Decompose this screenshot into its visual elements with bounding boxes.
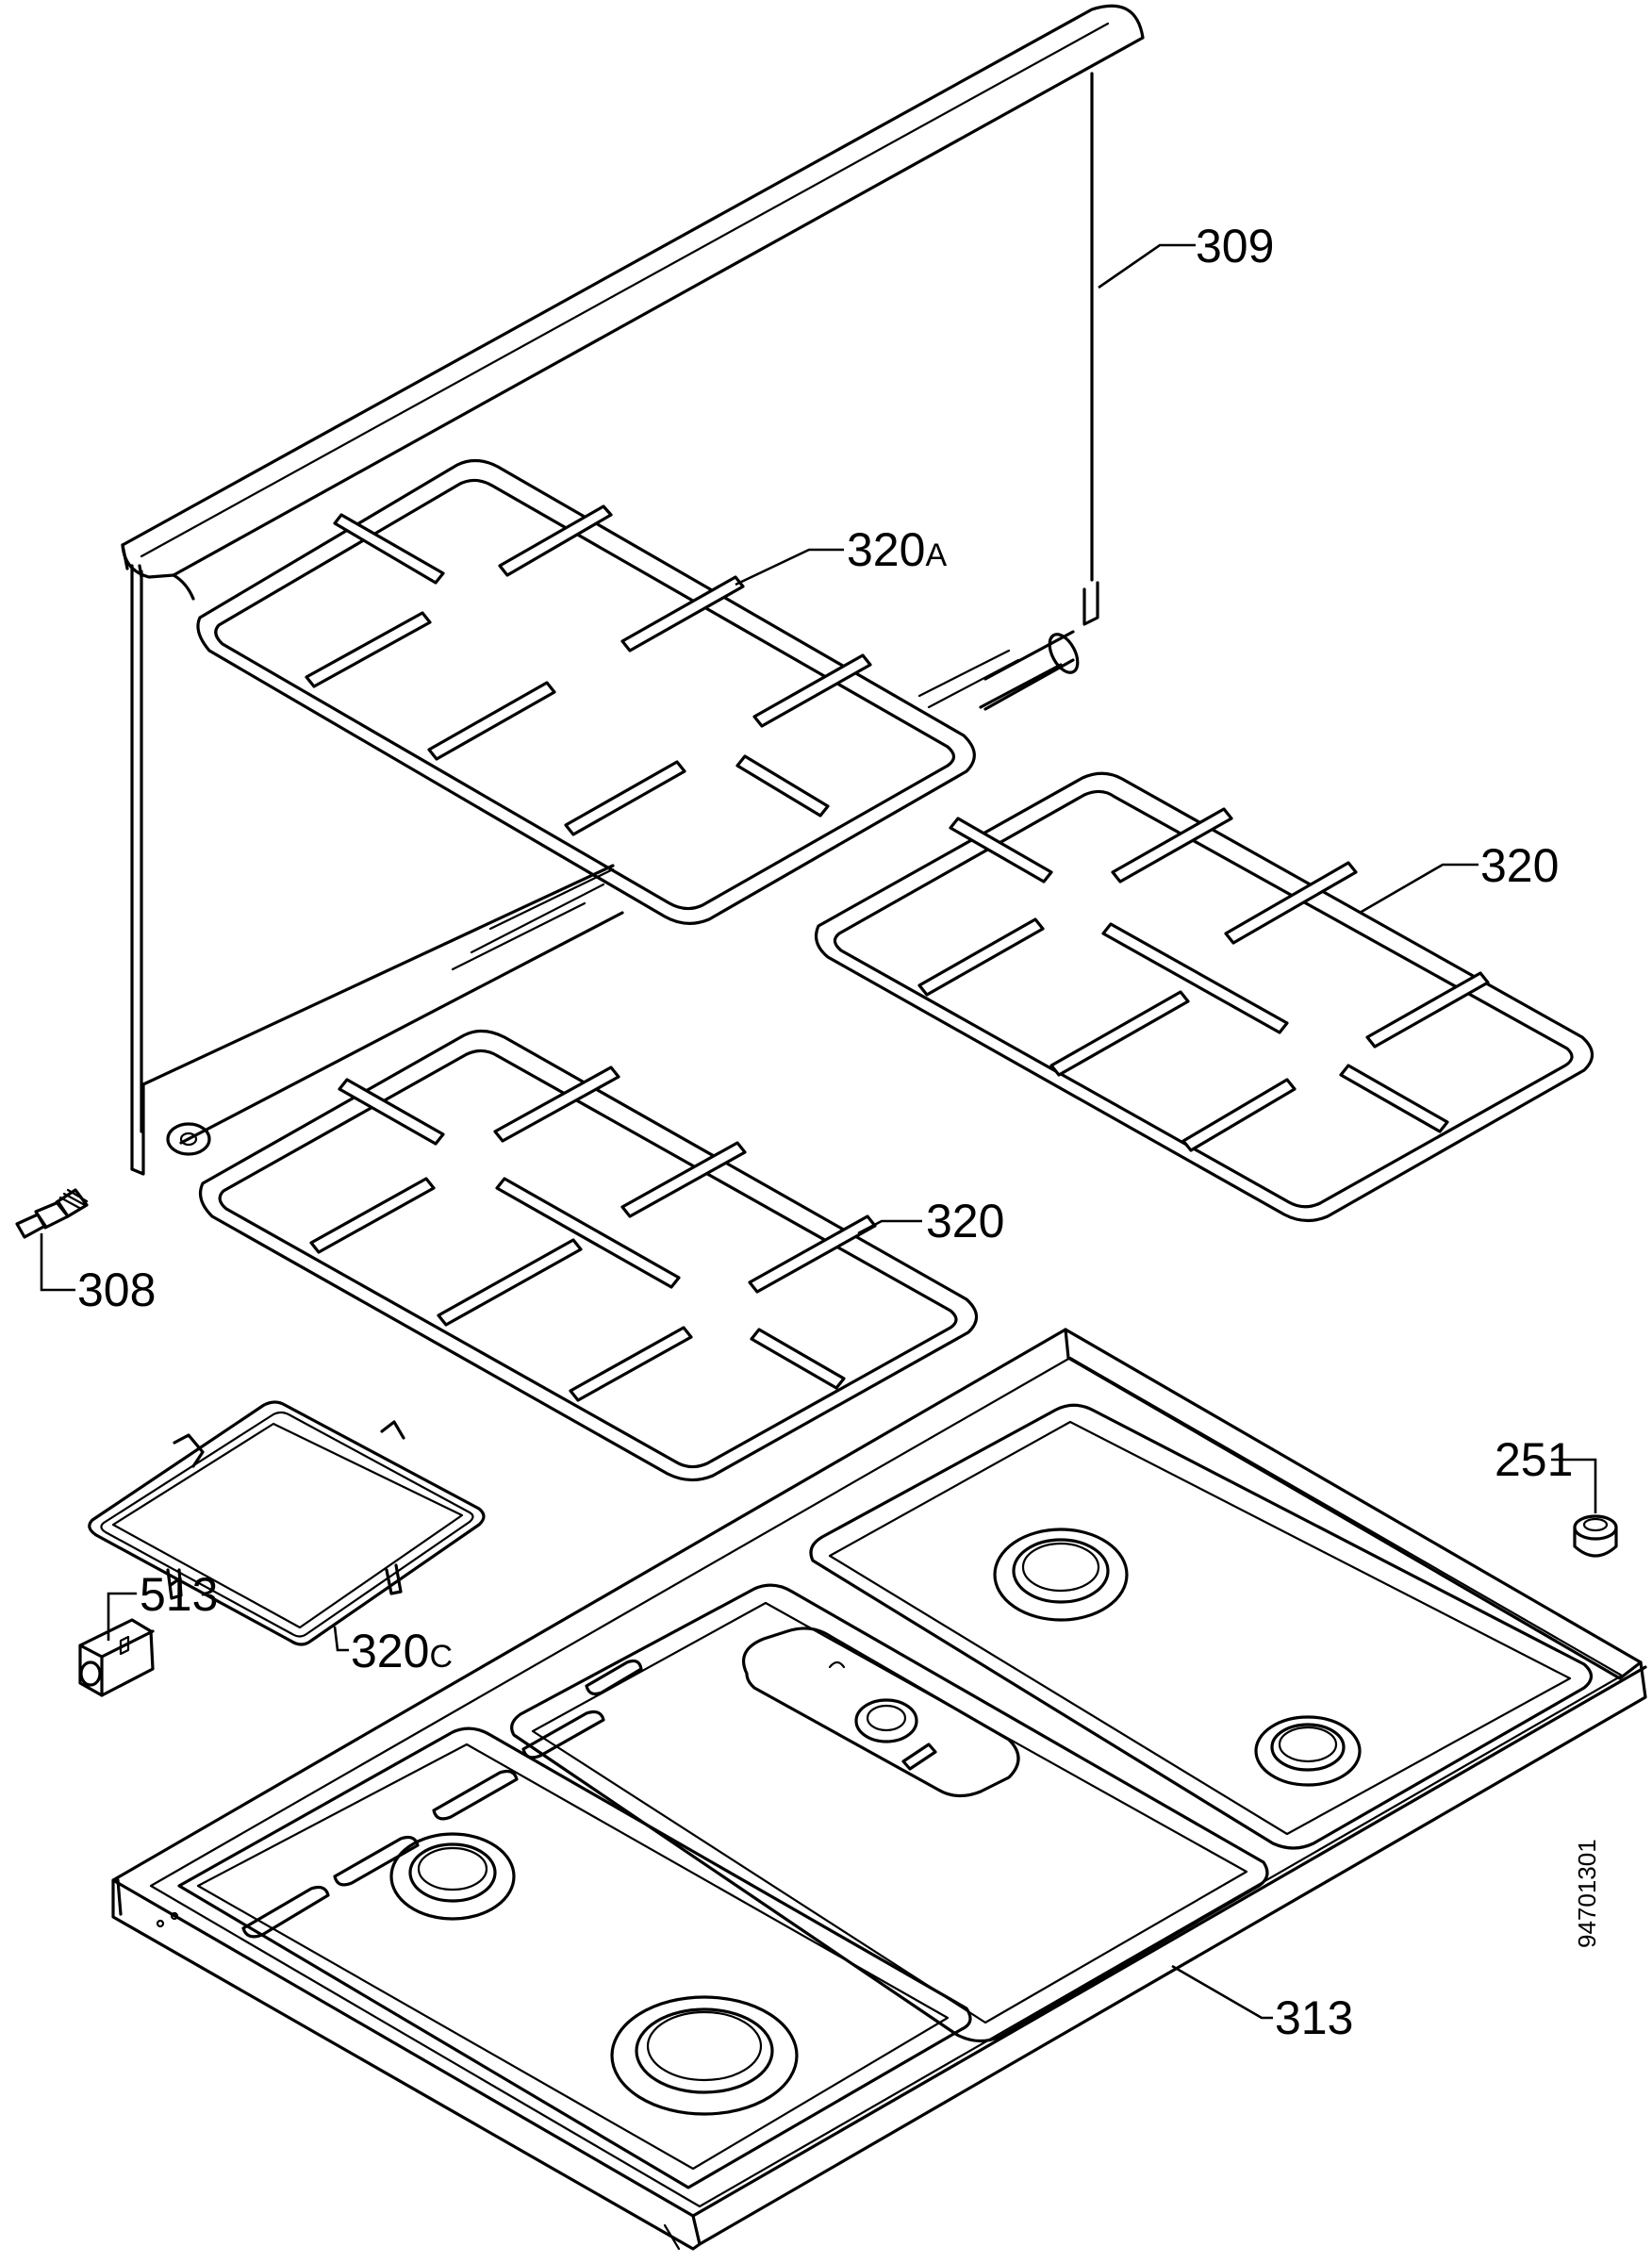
label-320a: 320A bbox=[847, 523, 947, 576]
document-number: 94701301 bbox=[1573, 1839, 1601, 1948]
label-320c-number: 320 bbox=[351, 1625, 429, 1677]
label-308: 308 bbox=[77, 1264, 156, 1316]
label-320-left: 320 bbox=[926, 1195, 1004, 1247]
part-313-hob-top bbox=[111, 1328, 1647, 2251]
part-320a-pan-support bbox=[196, 458, 976, 925]
label-313: 313 bbox=[1275, 1991, 1353, 2044]
part-320c-wok-ring bbox=[88, 1400, 486, 1646]
label-320a-number: 320 bbox=[847, 523, 925, 576]
label-251: 251 bbox=[1495, 1433, 1573, 1486]
label-513: 513 bbox=[140, 1568, 218, 1621]
label-320c: 320C bbox=[351, 1625, 453, 1677]
part-320-right-pan-support bbox=[815, 771, 1594, 1223]
label-320-right: 320 bbox=[1480, 839, 1559, 892]
label-320a-suffix: A bbox=[925, 537, 947, 573]
part-308-injector bbox=[15, 1188, 89, 1239]
part-251-foot bbox=[1573, 1514, 1618, 1558]
part-309-splashback bbox=[121, 4, 1145, 1176]
part-513-clip bbox=[78, 1618, 155, 1697]
part-320-left-pan-support bbox=[199, 1029, 979, 1482]
label-320c-suffix: C bbox=[429, 1639, 453, 1675]
leader-lines bbox=[40, 243, 1597, 2020]
label-309: 309 bbox=[1196, 220, 1274, 273]
